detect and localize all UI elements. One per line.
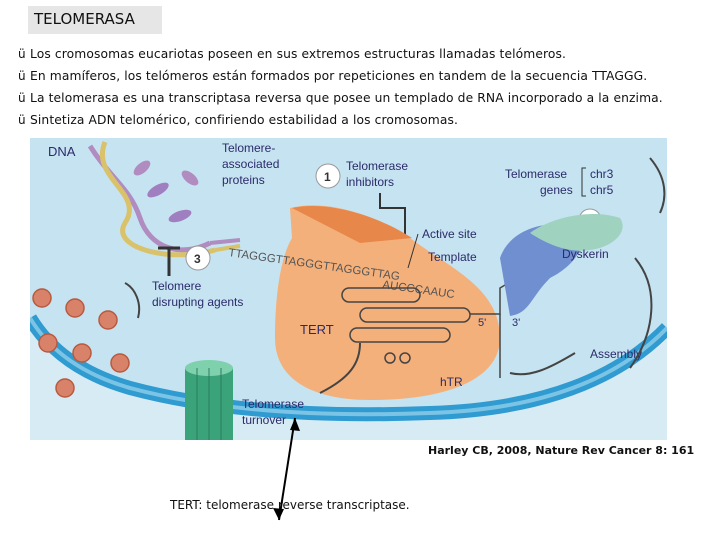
proteins-label-2: associated <box>222 157 279 171</box>
bullet-text: Sintetiza ADN telomérico, confiriendo es… <box>30 113 459 127</box>
dna-label: DNA <box>48 144 76 159</box>
genes-label-1: Telomerase <box>505 167 567 181</box>
bullet-text: En mamíferos, los telómeros están formad… <box>30 69 648 83</box>
step-1-marker <box>315 163 341 189</box>
chr5-label: chr5 <box>590 183 614 197</box>
disrupting-label-2: disrupting agents <box>152 295 243 309</box>
active-site-label: Active site <box>422 227 477 241</box>
turnover-label-2: turnover <box>242 413 286 427</box>
tert-label: TERT <box>300 322 334 337</box>
turnover-label-1: Telomerase <box>242 397 304 411</box>
chr3-label: chr3 <box>590 167 614 181</box>
assembly-label: Assembly <box>590 347 642 361</box>
step-3-marker <box>185 245 211 271</box>
disrupting-label-1: Telomere <box>152 279 202 293</box>
check-icon: ü <box>18 69 26 83</box>
citation: Harley CB, 2008, Nature Rev Cancer 8: 16… <box>428 444 695 457</box>
step-3-number: 3 <box>194 252 201 266</box>
bullet-item: ü En mamíferos, los telómeros están forma… <box>18 66 708 88</box>
check-icon: ü <box>18 113 26 127</box>
proteins-label-3: proteins <box>222 173 265 187</box>
dna-helix <box>87 141 241 258</box>
template-label: Template <box>428 250 477 264</box>
telomerase-diagram: DNA Telomere- associated proteins 1 Telo… <box>30 138 667 440</box>
bullet-item: ü La telomerasa es una transcriptasa reve… <box>18 88 708 110</box>
telomerase-turnover-cylinder <box>185 360 233 440</box>
bullet-item: ü Sintetiza ADN telomérico, confiriendo e… <box>18 110 708 132</box>
htr-label: hTR <box>440 375 463 389</box>
five-prime-label: 5' <box>478 317 486 329</box>
bullet-item: ü Los cromosomas eucariotas poseen en sus… <box>18 44 708 66</box>
bullet-list: ü Los cromosomas eucariotas poseen en sus… <box>18 44 708 132</box>
check-icon: ü <box>18 91 26 105</box>
htr-green-domain <box>530 213 623 251</box>
bullet-text: La telomerasa es una transcriptasa rever… <box>30 91 663 105</box>
proteins-label-1: Telomere- <box>222 141 275 155</box>
virus-particles <box>32 288 130 398</box>
genes-label-2: genes <box>540 183 573 197</box>
three-prime-label: 3' <box>512 317 520 329</box>
bullet-text: Los cromosomas eucariotas poseen en sus … <box>30 47 567 61</box>
check-icon: ü <box>18 47 26 61</box>
caption: TERT: telomerase reverse transcriptase. <box>170 498 410 512</box>
inhibitors-label-1: Telomerase <box>346 159 408 173</box>
step-1-number: 1 <box>324 170 331 184</box>
inhibitors-label-2: inhibitors <box>346 175 394 189</box>
dyskerin-label: Dyskerin <box>562 247 609 261</box>
slide-title: TELOMERASA <box>28 6 162 34</box>
